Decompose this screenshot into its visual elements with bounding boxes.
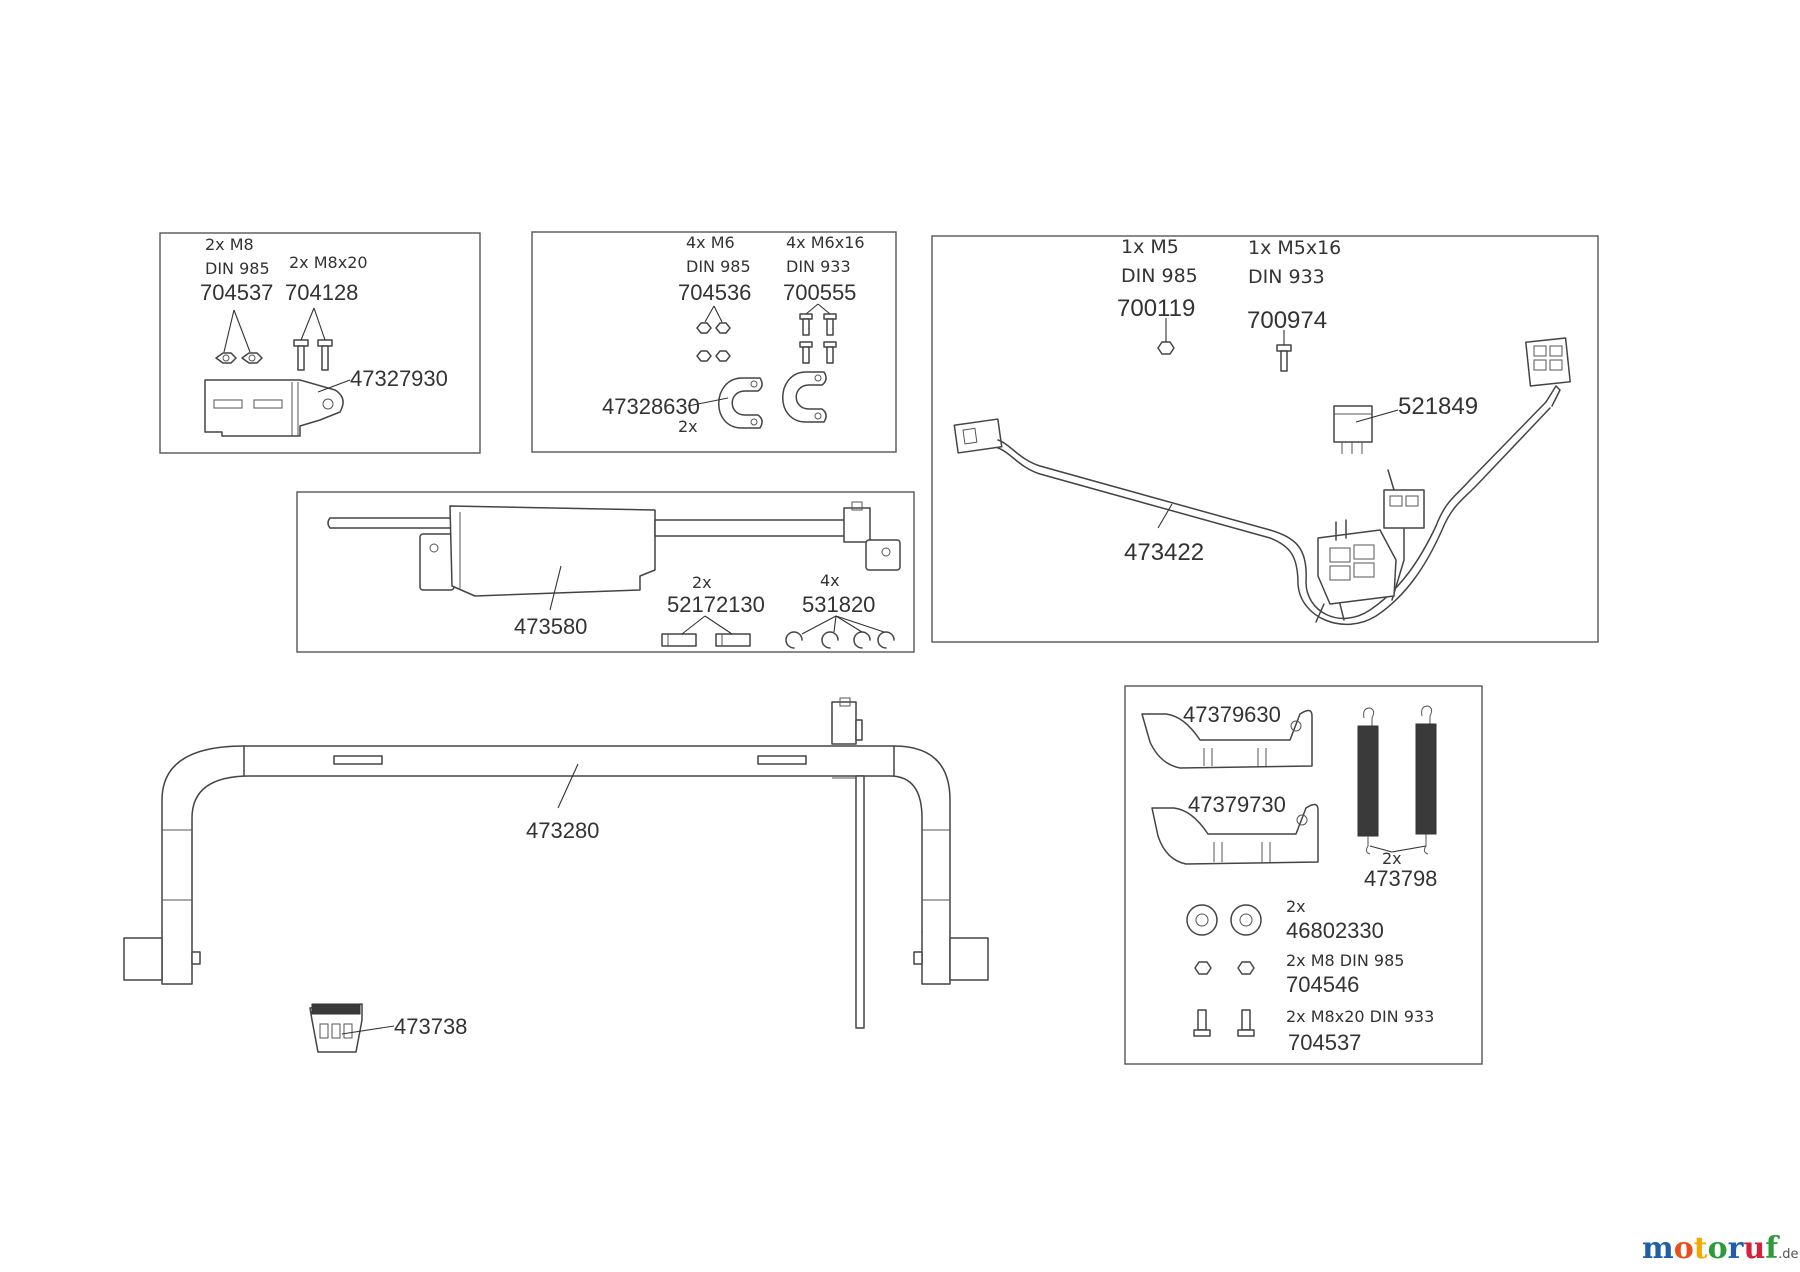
linear-actuator-icon xyxy=(327,501,901,611)
box-clamp-kit: 4x M6 DIN 985 704536 4x M6x16 DIN 933 70… xyxy=(531,231,897,453)
part-number-nut: 700119 xyxy=(1117,295,1195,322)
clip-icon xyxy=(785,615,895,649)
clamp-icon xyxy=(687,371,827,429)
bolt-icon xyxy=(293,307,333,371)
part-number-nut: 704537 xyxy=(200,280,273,305)
part-number-washer: 46802330 xyxy=(1286,918,1384,943)
pin-icon xyxy=(661,615,751,647)
part-number-actuator: 473580 xyxy=(514,614,587,639)
switch-icon xyxy=(309,1003,395,1053)
label-clamp-qty: 2x xyxy=(678,417,698,436)
label-bolt-qty: 4x M6x16 xyxy=(786,233,865,252)
bolt-icon xyxy=(1193,1009,1255,1037)
label-bolt-std: DIN 933 xyxy=(1248,266,1325,288)
part-number-bolt: 704128 xyxy=(285,280,358,305)
plate-icon xyxy=(1141,709,1313,769)
plate-icon xyxy=(1151,803,1319,865)
label-washer-qty: 2x xyxy=(1286,897,1306,916)
part-number-nut: 704536 xyxy=(678,280,751,305)
label-nut: 2x M8 DIN 985 xyxy=(1286,951,1404,970)
part-number-pin: 52172130 xyxy=(667,592,765,617)
part-number-bolt: 704537 xyxy=(1288,1030,1361,1055)
bracket-icon xyxy=(204,379,351,437)
part-number-plate-1: 47379630 xyxy=(1183,702,1281,727)
nut-icon xyxy=(696,305,731,362)
label-bolt-qty: 2x M8x20 xyxy=(289,253,368,272)
part-number-clamp: 47328630 xyxy=(602,394,700,419)
label-nut-std: DIN 985 xyxy=(205,259,270,278)
label-nut-std: DIN 985 xyxy=(1121,265,1198,287)
nut-icon xyxy=(1194,961,1255,975)
label-nut-qty: 1x M5 xyxy=(1121,236,1179,258)
part-number-bracket: 47327930 xyxy=(350,366,448,391)
part-number-relay: 521849 xyxy=(1398,393,1478,420)
box-plate-kit: 47379630 47379730 2x 473798 xyxy=(1124,685,1483,1065)
box-wiring-harness: 1x M5 DIN 985 700119 1x M5x16 DIN 933 70… xyxy=(931,235,1599,643)
label-nut-std: DIN 985 xyxy=(686,257,751,276)
svg-text:motoruf.de: motoruf.de xyxy=(1642,1231,1799,1266)
nut-icon xyxy=(215,309,263,364)
part-number-frame: 473280 xyxy=(526,818,599,843)
part-number-nut: 704546 xyxy=(1286,972,1359,997)
nut-icon xyxy=(1157,318,1175,355)
label-bolt-std: DIN 933 xyxy=(786,257,851,276)
label-spring-qty: 2x xyxy=(1382,849,1402,868)
bolt-icon xyxy=(1276,330,1292,372)
part-number-spring: 473798 xyxy=(1364,866,1437,891)
spring-icon xyxy=(1357,705,1437,855)
watermark-logo: motoruf.de xyxy=(1642,1231,1799,1266)
bolt-icon xyxy=(799,303,837,364)
part-number-clip: 531820 xyxy=(802,592,875,617)
label-bolt-qty: 1x M5x16 xyxy=(1248,237,1341,259)
label-bolt: 2x M8x20 DIN 933 xyxy=(1286,1007,1434,1026)
part-number-switch: 473738 xyxy=(394,1014,467,1039)
box-bracket-kit: 2x M8 DIN 985 704537 2x M8x20 704128 xyxy=(159,232,481,454)
part-number-bolt: 700555 xyxy=(783,280,856,305)
label-nut-qty: 2x M8 xyxy=(205,235,254,254)
label-nut-qty: 4x M6 xyxy=(686,233,735,252)
part-number-harness: 473422 xyxy=(1124,539,1204,566)
box-actuator-kit: 473580 2x 52172130 4x 531820 xyxy=(296,491,915,653)
label-pin-qty: 2x xyxy=(692,573,712,592)
part-number-plate-2: 47379730 xyxy=(1188,792,1286,817)
relay-icon xyxy=(1333,405,1399,454)
washer-icon xyxy=(1186,904,1262,936)
label-clip-qty: 4x xyxy=(820,571,840,590)
wiring-harness-icon xyxy=(953,337,1571,626)
frame-bar-icon xyxy=(123,697,989,1029)
part-number-bolt: 700974 xyxy=(1247,307,1327,334)
